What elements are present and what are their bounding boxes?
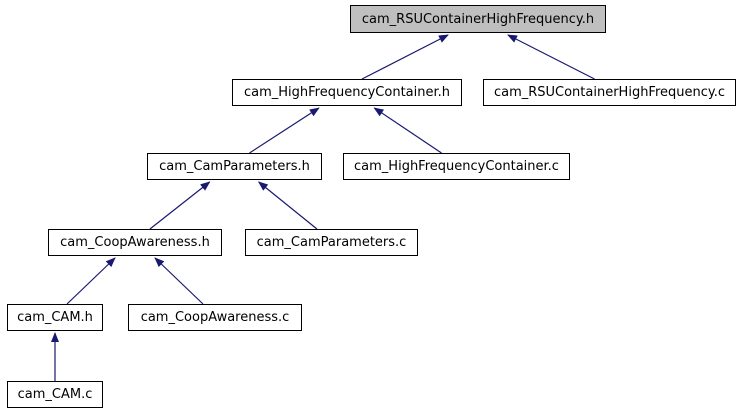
node-label: cam_HighFrequencyContainer.c bbox=[354, 159, 559, 174]
node-label: cam_CoopAwareness.c bbox=[140, 310, 290, 325]
node-cam-cam-parameters-h[interactable]: cam_CamParameters.h bbox=[147, 153, 322, 180]
node-label: cam_CamParameters.c bbox=[256, 235, 407, 250]
node-cam-coop-awareness-h[interactable]: cam_CoopAwareness.h bbox=[48, 229, 222, 256]
node-label: cam_CamParameters.h bbox=[159, 159, 310, 174]
include-edge bbox=[66, 257, 116, 305]
include-edge bbox=[507, 34, 595, 80]
node-cam-high-frequency-container-c[interactable]: cam_HighFrequencyContainer.c bbox=[343, 153, 570, 180]
node-cam-cam-c[interactable]: cam_CAM.c bbox=[7, 381, 103, 408]
include-edge bbox=[361, 34, 449, 80]
node-cam-cam-h[interactable]: cam_CAM.h bbox=[7, 304, 103, 331]
node-cam-rsu-container-high-frequency-h: cam_RSUContainerHighFrequency.h bbox=[350, 5, 606, 33]
node-label: cam_HighFrequencyContainer.h bbox=[243, 85, 451, 100]
include-edge bbox=[257, 181, 318, 230]
node-cam-coop-awareness-c[interactable]: cam_CoopAwareness.c bbox=[128, 304, 302, 331]
include-edge bbox=[249, 107, 320, 154]
node-cam-cam-parameters-c[interactable]: cam_CamParameters.c bbox=[245, 229, 418, 256]
include-edge bbox=[373, 107, 442, 154]
node-cam-rsu-container-high-frequency-c[interactable]: cam_RSUContainerHighFrequency.c bbox=[483, 79, 736, 106]
node-label: cam_RSUContainerHighFrequency.h bbox=[361, 11, 595, 27]
node-label: cam_RSUContainerHighFrequency.c bbox=[493, 85, 726, 100]
node-cam-high-frequency-container-h[interactable]: cam_HighFrequencyContainer.h bbox=[232, 79, 462, 106]
include-edge bbox=[149, 181, 211, 230]
node-label: cam_CAM.c bbox=[17, 387, 93, 402]
node-label: cam_CAM.h bbox=[17, 310, 93, 325]
node-label: cam_CoopAwareness.h bbox=[60, 235, 210, 250]
include-edge bbox=[154, 257, 204, 305]
